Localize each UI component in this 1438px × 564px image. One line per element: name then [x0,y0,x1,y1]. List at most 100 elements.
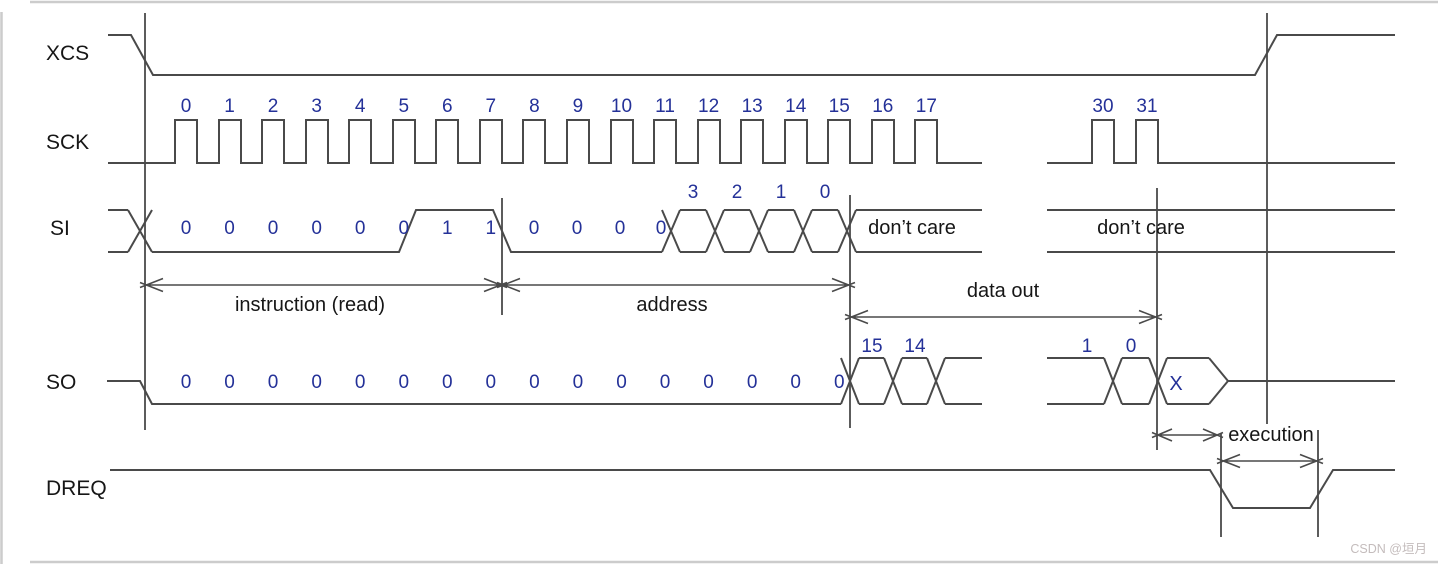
si-address-bit-number: 2 [732,182,743,203]
sck-clock-number: 3 [311,96,322,117]
so-bit-value: 0 [529,372,540,393]
signal-label-dreq: DREQ [46,477,107,500]
signal-label-so: SO [46,371,76,394]
si-row: SI 0 0 0 0 0 0 1 1 0 0 0 0 3 2 1 0 don’t care don’t c… [50,182,1395,253]
si-dont-care-rails-right [1047,209,1395,253]
signal-label-si: SI [50,217,70,240]
execution-label: execution [1228,424,1314,446]
si-address-bit-number: 1 [776,182,787,203]
sck-clock-number: 6 [442,96,453,117]
si-bit-value: 0 [529,218,540,239]
si-bit-value: 0 [615,218,626,239]
sck-clock-number: 7 [486,96,497,117]
dreq-waveform [110,469,1395,509]
so-bit-value: 0 [834,372,845,393]
si-bit-value: 0 [572,218,583,239]
instruction-read-label: instruction (read) [235,294,385,316]
so-bit-value: 0 [573,372,584,393]
si-bit-value: 0 [656,218,667,239]
sck-clock-number: 17 [916,96,937,117]
signal-label-sck: SCK [46,131,89,154]
si-bit-value: 1 [486,218,497,239]
address-span-arrow [496,277,856,293]
pre-execution-span-arrow [1151,428,1224,442]
sck-clock-number: 4 [355,96,366,117]
so-zero-waveform [107,380,841,405]
so-bit-value: 0 [311,372,322,393]
si-address-bus-crossings [661,209,982,253]
sck-clock-numbers-late: 30 31 [1092,96,1157,117]
si-bit-value: 1 [442,218,453,239]
so-data-crossings-right [1047,357,1395,405]
dimension-arrows: instruction (read) address data out [139,277,1163,325]
si-address-bit-number: 0 [820,182,831,203]
so-bit-value: 0 [747,372,758,393]
si-address-bit-number: 3 [688,182,699,203]
so-bit-value: 0 [398,372,409,393]
so-data-crossings-left [840,357,982,405]
si-bit-value: 0 [268,218,279,239]
dreq-row: DREQ [46,469,1395,509]
so-data-bit-number: 0 [1126,336,1137,357]
so-undefined-bit-label: X [1169,373,1182,395]
sck-clock-number: 16 [872,96,893,117]
si-bit-value: 0 [355,218,366,239]
si-bit-value: 0 [311,218,322,239]
xcs-waveform [108,34,1395,76]
si-address-bit-numbers: 3 2 1 0 [688,182,831,203]
watermark-text: CSDN @垣月 [1350,542,1427,556]
so-data-bit-number: 14 [904,336,926,357]
so-data-bit-number: 15 [861,336,882,357]
so-zero-bit-values: 0 0 0 0 0 0 0 0 0 0 0 0 0 0 0 0 [181,372,845,393]
execution-annotation: execution [1151,424,1324,469]
data-out-label: data out [967,280,1040,302]
instruction-span-arrow [139,277,508,293]
so-bit-value: 0 [790,372,801,393]
si-bit-value: 0 [181,218,192,239]
timing-marker-lines [144,13,1319,537]
sck-clock-number: 14 [785,96,807,117]
signal-label-xcs: XCS [46,42,89,65]
si-dont-care-label-2: don’t care [1097,217,1185,239]
si-bit-value: 0 [224,218,235,239]
sck-waveform-clocks-0-17 [108,119,982,164]
sck-waveform-clocks-30-31 [1047,119,1395,164]
sck-clock-number: 31 [1136,96,1157,117]
sck-clock-number: 10 [611,96,632,117]
so-bit-value: 0 [224,372,235,393]
sck-clock-number: 30 [1092,96,1113,117]
so-data-bit-number: 1 [1082,336,1093,357]
sck-clock-number: 8 [529,96,540,117]
si-start-crossing [108,209,153,253]
so-bit-value: 0 [616,372,627,393]
sck-clock-number: 12 [698,96,719,117]
so-bit-value: 0 [703,372,714,393]
so-bit-value: 0 [181,372,192,393]
data-out-span-arrow [844,309,1163,325]
so-bit-value: 0 [660,372,671,393]
xcs-row: XCS [46,34,1395,76]
si-dont-care-label-1: don’t care [868,217,956,239]
si-instruction-bit-values: 0 0 0 0 0 0 1 1 [181,218,496,239]
execution-span-arrow [1216,453,1324,469]
address-label: address [636,294,707,316]
sck-clock-number: 2 [268,96,279,117]
sck-clock-number: 13 [742,96,763,117]
si-instruction-waveform [152,209,662,253]
si-bit-value: 0 [398,218,409,239]
so-bit-value: 0 [355,372,366,393]
so-bit-value: 0 [486,372,497,393]
sck-clock-number: 0 [181,96,192,117]
sck-clock-number: 5 [398,96,409,117]
so-bit-value: 0 [268,372,279,393]
so-bit-value: 0 [442,372,453,393]
sck-clock-number: 11 [655,96,675,117]
